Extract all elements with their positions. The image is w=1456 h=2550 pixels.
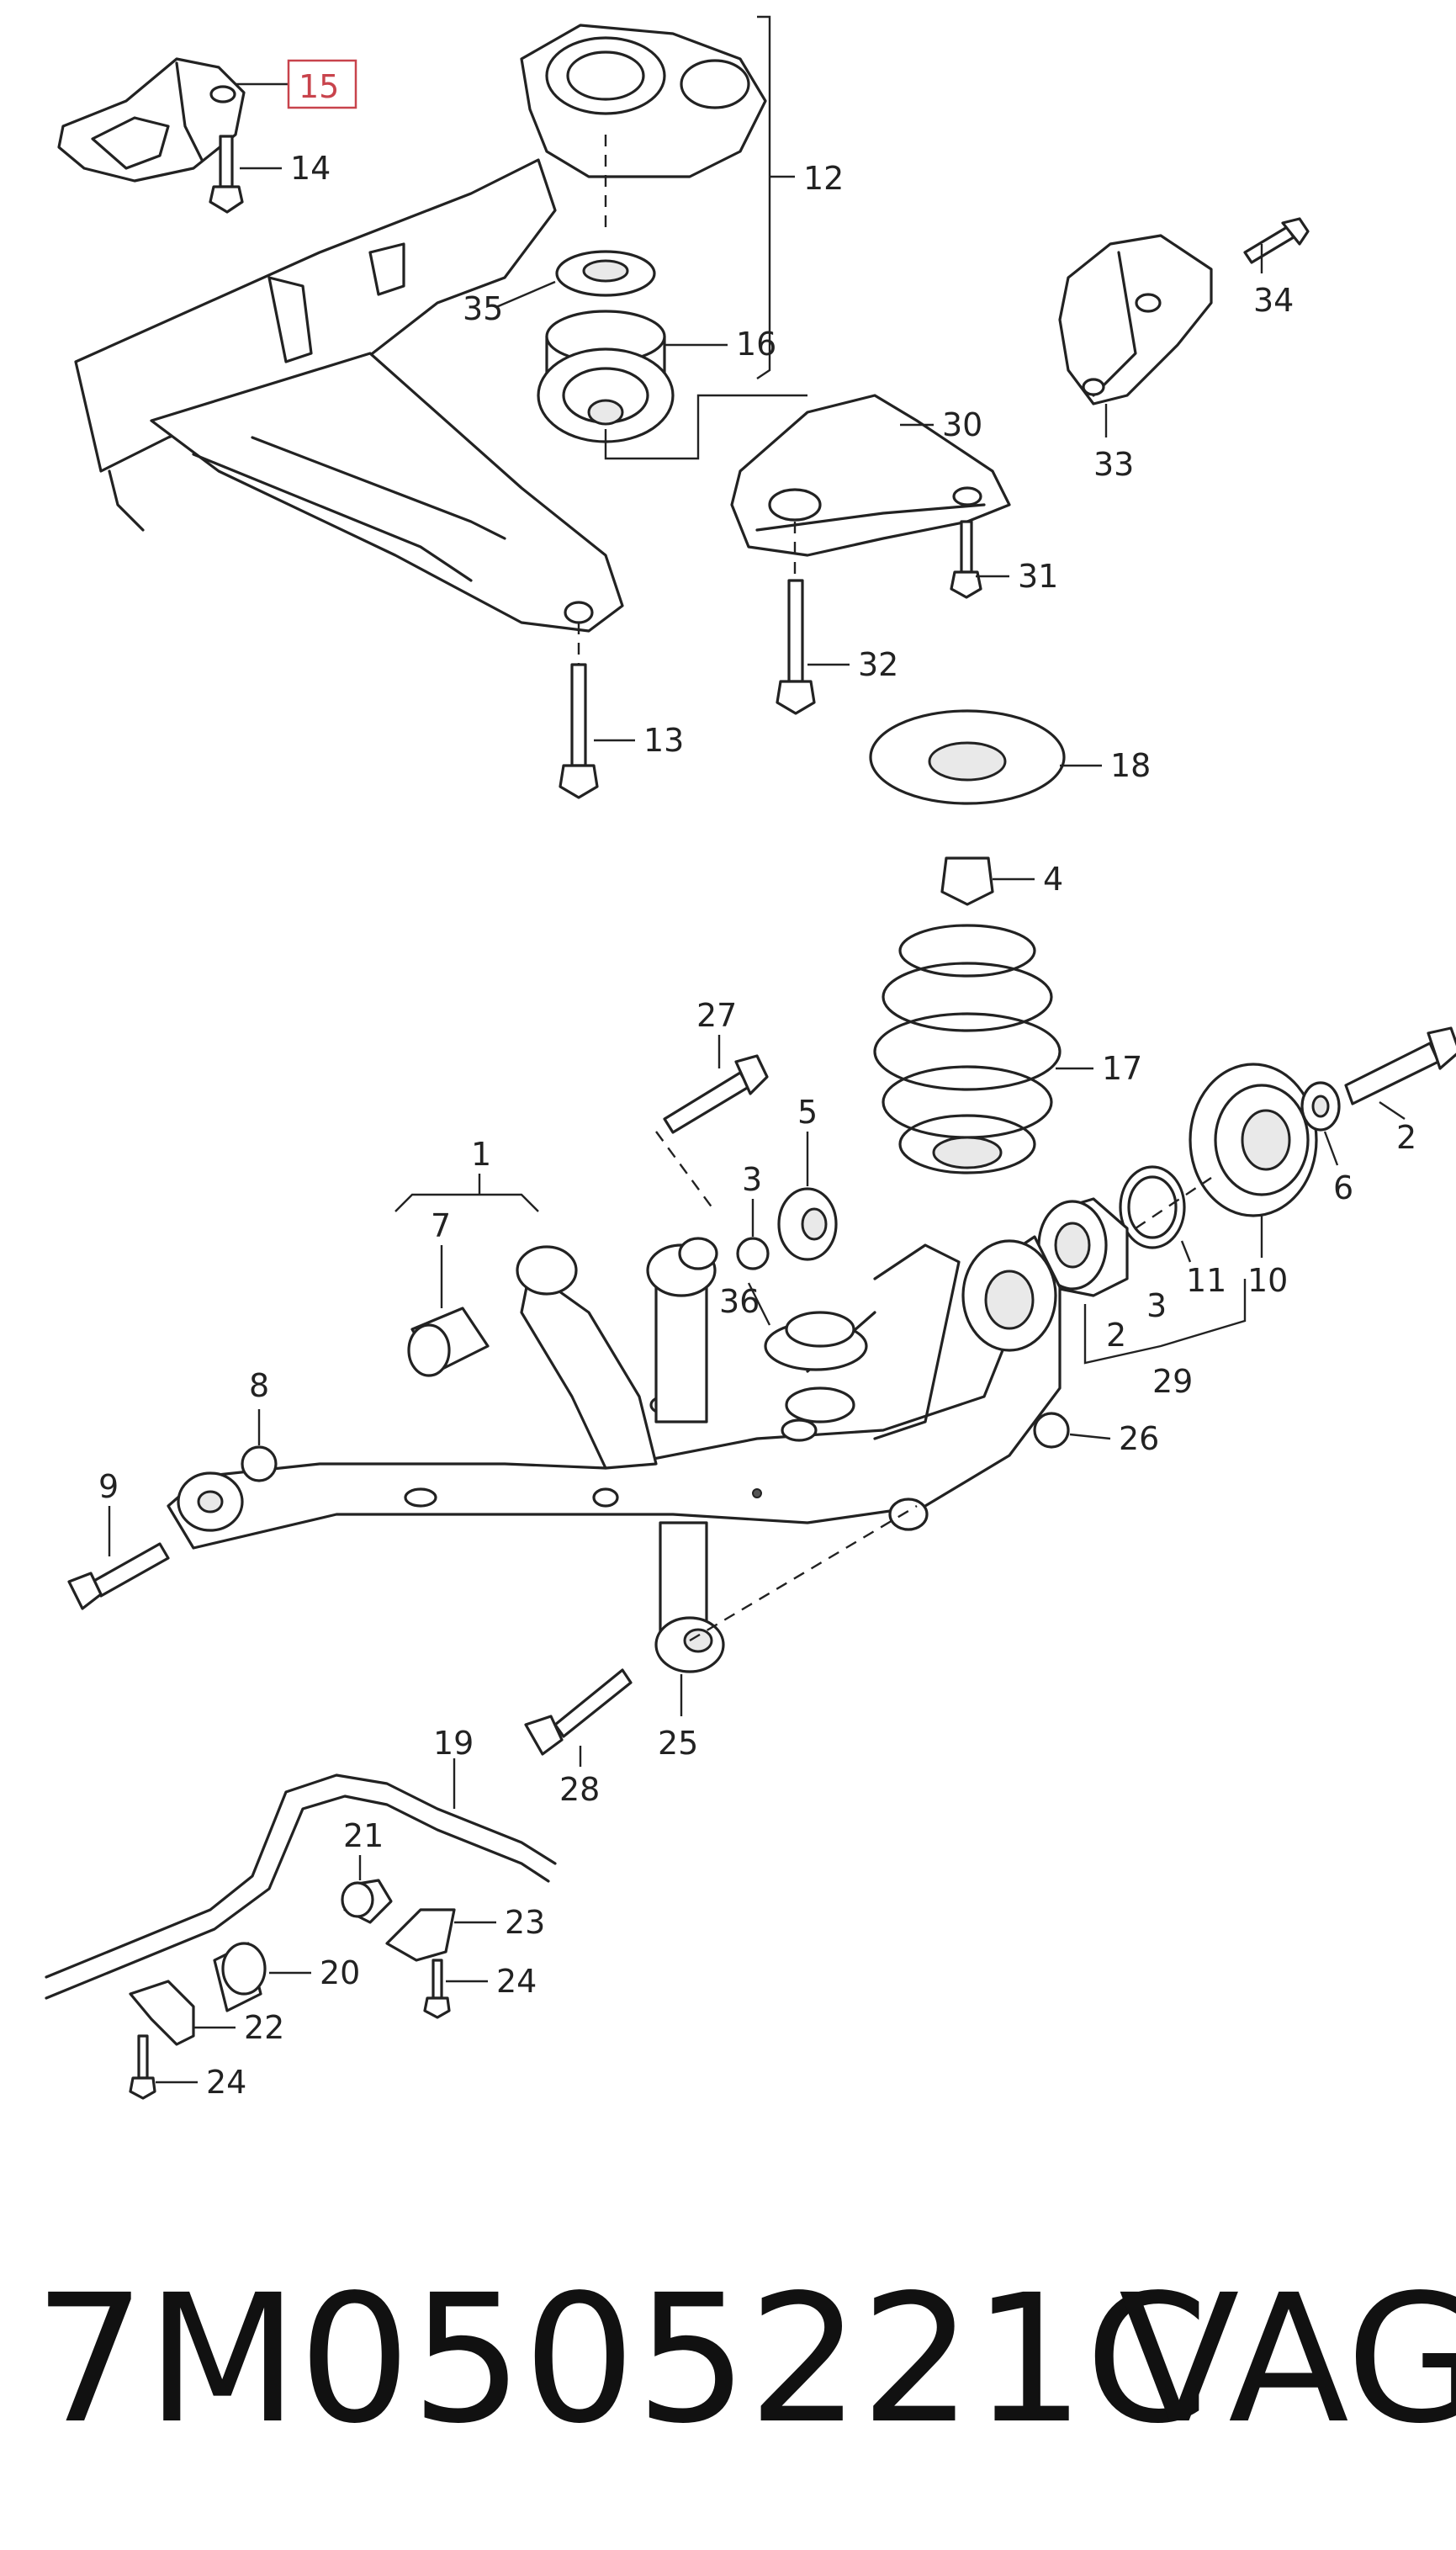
bolt-28-drawing <box>524 1504 918 1756</box>
bolt-34-drawing <box>1243 217 1310 264</box>
bolt-24b-drawing <box>129 2034 156 2100</box>
label-32[interactable]: 32 <box>858 646 898 683</box>
label-2-bolt[interactable]: 2 <box>1396 1119 1416 1156</box>
bush-20-drawing <box>213 1942 267 2012</box>
brand-name: VAG <box>1119 2256 1456 2463</box>
bolt-24a-drawing <box>423 1959 451 2019</box>
wishbone-1-drawing <box>167 1235 1062 1550</box>
bolt-14-drawing <box>209 135 244 214</box>
label-34[interactable]: 34 <box>1253 282 1294 319</box>
hub-10-drawing <box>1189 1063 1318 1217</box>
label-2-bearing[interactable]: 2 <box>1106 1317 1126 1354</box>
shock-absorber-drawing <box>646 1237 725 1673</box>
bush-7-drawing <box>407 1307 490 1377</box>
mount-12-drawing <box>520 24 767 236</box>
label-9[interactable]: 9 <box>98 1468 119 1505</box>
label-6[interactable]: 6 <box>1333 1169 1353 1206</box>
bolt-2-drawing <box>1344 1026 1456 1105</box>
label-7[interactable]: 7 <box>431 1207 451 1244</box>
label-12[interactable]: 12 <box>803 160 844 197</box>
bush-16-drawing <box>537 310 807 460</box>
label-19[interactable]: 19 <box>433 1725 474 1762</box>
highlight-box-15 <box>287 59 357 109</box>
label-35[interactable]: 35 <box>463 290 503 327</box>
label-36[interactable]: 36 <box>719 1283 760 1320</box>
label-24-left[interactable]: 24 <box>206 2064 246 2101</box>
label-17[interactable]: 17 <box>1102 1050 1142 1087</box>
label-23[interactable]: 23 <box>505 1904 545 1941</box>
label-15[interactable]: 15 <box>299 68 339 105</box>
label-22[interactable]: 22 <box>244 2009 284 2046</box>
label-4[interactable]: 4 <box>1043 861 1063 898</box>
label-18[interactable]: 18 <box>1110 747 1151 784</box>
leader-lines <box>108 15 1406 2084</box>
bolt-31-drawing <box>950 520 982 599</box>
label-25[interactable]: 25 <box>658 1725 698 1762</box>
label-28[interactable]: 28 <box>559 1771 600 1808</box>
nut-4-drawing <box>940 856 994 906</box>
bracket-30-drawing <box>730 394 1011 557</box>
bolt-32-drawing <box>776 522 816 715</box>
bracket-33-drawing <box>1058 234 1213 406</box>
bush-36-drawing <box>764 1311 868 1423</box>
nut-8-drawing <box>241 1445 278 1482</box>
label-27[interactable]: 27 <box>696 997 737 1034</box>
label-31[interactable]: 31 <box>1018 558 1058 595</box>
bracket-15-drawing <box>57 57 246 183</box>
washer-6-drawing <box>1300 1081 1341 1132</box>
bush-21-drawing <box>341 1879 393 1924</box>
clamp-23-drawing <box>385 1908 456 1962</box>
label-10[interactable]: 10 <box>1247 1262 1288 1299</box>
stabiliser-bar-19-drawing <box>45 1773 557 2000</box>
bolt-13-drawing <box>559 623 599 799</box>
nut-26-drawing <box>1033 1412 1070 1449</box>
part-number: 7M0505221C <box>34 2256 1209 2463</box>
clamp-22-drawing <box>129 1980 195 2046</box>
label-21[interactable]: 21 <box>343 1817 384 1854</box>
callout-labels: 15 14 12 35 16 30 31 32 13 34 33 18 4 17… <box>98 59 1416 2101</box>
label-8[interactable]: 8 <box>249 1367 269 1404</box>
label-29[interactable]: 29 <box>1152 1363 1193 1400</box>
label-1[interactable]: 1 <box>471 1136 491 1173</box>
label-20[interactable]: 20 <box>320 1954 360 1991</box>
label-24-right[interactable]: 24 <box>496 1963 537 2000</box>
label-26[interactable]: 26 <box>1119 1420 1159 1457</box>
label-3[interactable]: 3 <box>742 1161 762 1198</box>
nut-3-drawing <box>736 1237 770 1270</box>
label-13[interactable]: 13 <box>643 722 684 759</box>
label-14[interactable]: 14 <box>290 150 331 187</box>
circlip-11-drawing <box>1119 1165 1186 1249</box>
label-11[interactable]: 11 <box>1186 1262 1226 1299</box>
subframe-mount-drawing <box>74 158 624 633</box>
spring-17-drawing <box>873 924 1062 1174</box>
label-16[interactable]: 16 <box>736 326 776 363</box>
label-5[interactable]: 5 <box>797 1094 818 1131</box>
bolt-27-drawing <box>655 1054 769 1212</box>
label-30[interactable]: 30 <box>942 406 982 443</box>
washer-5-drawing <box>777 1187 838 1261</box>
spring-seat-18-drawing <box>869 709 1066 805</box>
label-33[interactable]: 33 <box>1093 446 1134 483</box>
washer-35-drawing <box>555 250 656 297</box>
label-3-bearing[interactable]: 3 <box>1146 1287 1167 1324</box>
bolt-9-drawing <box>67 1542 170 1610</box>
